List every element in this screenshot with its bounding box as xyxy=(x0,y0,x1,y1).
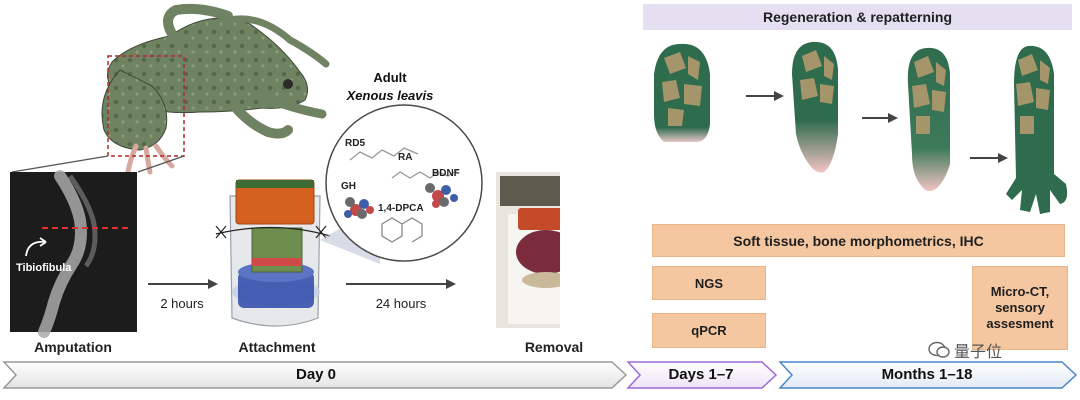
timeline-svg xyxy=(2,361,1078,389)
arrow-step-1 xyxy=(148,279,218,289)
timeline-label-day0: Day 0 xyxy=(295,366,337,383)
frog-label-species: Xenous leavis xyxy=(346,88,434,103)
molecule-label-gh: GH xyxy=(341,181,356,192)
xray-label-tibiofibula: Tibiofibula xyxy=(16,262,72,274)
watermark: 量子位 xyxy=(928,338,1002,362)
zoom-line-right xyxy=(137,155,185,173)
removal-photo xyxy=(496,172,560,328)
microct-line-3: assesment xyxy=(986,316,1054,331)
step-duration-2: 24 hours xyxy=(375,296,427,311)
molecule-label-ra: RA xyxy=(398,152,413,163)
limb-stage-4 xyxy=(1006,45,1068,214)
molecule-label-rd5: RD5 xyxy=(345,138,366,149)
assay-ngs-box: NGS xyxy=(652,266,766,300)
molecule-circle xyxy=(325,104,483,262)
assay-soft-tissue-box: Soft tissue, bone morphometrics, IHC xyxy=(652,224,1065,257)
molecule-label-dpca: 1,4-DPCA xyxy=(378,203,424,214)
timeline-segment-months xyxy=(778,361,1078,389)
timeline-segment-days xyxy=(626,361,778,389)
stage-label-attachment: Attachment xyxy=(238,339,316,355)
wechat-icon xyxy=(928,341,950,358)
limb-stage-3 xyxy=(907,47,950,192)
limb-arrow-1 xyxy=(746,91,784,101)
assay-microct-box: Micro-CT, sensory assesment xyxy=(972,266,1068,350)
watermark-text: 量子位 xyxy=(954,344,1003,361)
timeline-label-days: Days 1–7 xyxy=(668,366,734,383)
xray-image xyxy=(10,170,137,338)
microct-line-1: Micro-CT, xyxy=(990,284,1050,299)
microct-line-2: sensory xyxy=(995,300,1045,315)
timeline-label-months: Months 1–18 xyxy=(881,366,973,383)
limb-stage-2 xyxy=(792,41,838,173)
limb-progression-svg xyxy=(654,41,1068,214)
zoom-line-left xyxy=(11,155,109,173)
zoom-box xyxy=(107,55,185,157)
limb-arrow-2 xyxy=(862,113,898,123)
assay-qpcr-box: qPCR xyxy=(652,313,766,348)
regeneration-banner: Regeneration & repatterning xyxy=(643,4,1072,30)
stage-label-removal: Removal xyxy=(524,339,584,355)
frog-label-adult: Adult xyxy=(373,70,407,85)
frog-illustration xyxy=(101,3,330,175)
timeline-segment-day0 xyxy=(2,361,628,389)
molecule-label-bdnf: BDNF xyxy=(432,168,460,179)
limb-arrow-3 xyxy=(970,153,1008,163)
limb-stage-1 xyxy=(654,43,710,142)
left-figure-svg xyxy=(10,3,560,338)
stage-label-amputation: Amputation xyxy=(34,339,112,355)
step-duration-1: 2 hours xyxy=(160,296,204,311)
attachment-device xyxy=(215,179,331,327)
arrow-step-2 xyxy=(346,279,456,289)
